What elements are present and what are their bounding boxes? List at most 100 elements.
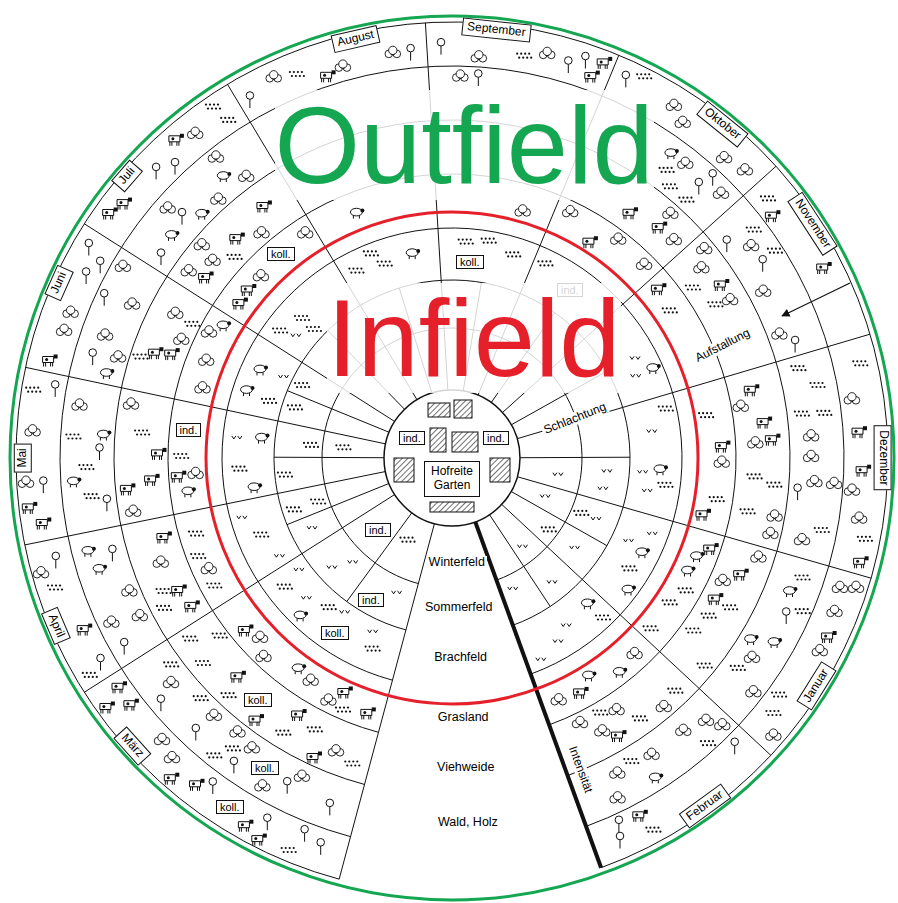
cow-symbol: [852, 426, 867, 438]
dots-symbol: [662, 599, 678, 605]
tree-symbol: [695, 178, 703, 194]
bush-symbol: [675, 116, 691, 128]
bush-symbol: [610, 792, 626, 804]
bush-symbol: [572, 716, 588, 728]
ring-label: Winterfeld: [427, 556, 487, 570]
bush-symbol: [163, 676, 179, 688]
dots-symbol: [294, 382, 310, 388]
sheep-symbol: [665, 149, 679, 159]
bush-symbol: [255, 780, 271, 792]
tree-symbol: [582, 52, 590, 68]
month-box: Juni: [45, 265, 74, 301]
bush-symbol: [766, 729, 782, 741]
dots-symbol: [814, 527, 830, 533]
sector-line: [511, 491, 607, 545]
box-text: ind.: [487, 432, 505, 445]
tick-symbol: [630, 356, 640, 359]
tree-symbol: [152, 163, 160, 179]
dots-symbol: [134, 429, 150, 435]
bush-symbol: [737, 164, 753, 176]
dots-symbol: [516, 53, 532, 59]
dots-symbol: [592, 710, 608, 716]
cow-symbol: [361, 707, 376, 719]
sheep-symbol: [100, 369, 114, 379]
cow-symbol: [230, 233, 245, 245]
cow-symbol: [817, 262, 832, 274]
tick-symbol: [631, 374, 641, 377]
cow-symbol: [172, 585, 187, 597]
dots-symbol: [25, 387, 41, 393]
dots-symbol: [659, 167, 675, 173]
bush-symbol: [164, 751, 180, 763]
bush-symbol: [698, 714, 714, 726]
axis-label: Intensität: [565, 743, 595, 797]
dots-symbol: [662, 307, 678, 313]
tree-symbol: [82, 268, 90, 284]
dots-symbol: [722, 604, 738, 610]
bush-symbol: [230, 726, 246, 738]
bush-symbol: [627, 647, 643, 659]
bush-symbol: [154, 733, 170, 745]
bush-symbol: [125, 505, 141, 517]
bush-symbol: [666, 233, 682, 245]
sheep-symbol: [636, 548, 650, 558]
dots-symbol: [173, 453, 189, 459]
ring-arc: [274, 280, 630, 630]
dots-symbol: [621, 565, 637, 571]
bush-symbol: [187, 127, 203, 139]
box-text: November: [792, 197, 834, 251]
cow-symbol: [100, 702, 115, 714]
bush-symbol: [515, 205, 531, 217]
dots-symbol: [335, 444, 351, 450]
zone-label: Infield: [327, 283, 621, 393]
tree-symbol: [100, 289, 108, 305]
bush-symbol: [794, 533, 810, 545]
dots-symbol: [537, 260, 553, 266]
tree-symbol: [731, 738, 739, 754]
dots-symbol: [505, 251, 521, 257]
bush-symbol: [748, 437, 764, 449]
sheep-symbol: [182, 487, 196, 497]
bush-symbol: [238, 170, 254, 182]
box-text: ind.: [180, 424, 198, 437]
dots-symbol: [541, 526, 557, 532]
cow-symbol: [148, 347, 163, 359]
tenure-box: koll.: [456, 255, 484, 270]
bush-symbol: [254, 227, 270, 239]
box-text: Dezember: [875, 430, 889, 485]
bush-symbol: [252, 631, 268, 643]
tick-symbol: [598, 487, 608, 490]
ring-lines: [16, 22, 888, 879]
bush-symbol: [696, 242, 712, 254]
bush-symbol: [122, 585, 138, 597]
cow-symbol: [157, 532, 172, 544]
tree-symbol: [192, 724, 200, 740]
dots-symbol: [182, 636, 198, 642]
bush-symbol: [832, 581, 848, 593]
dots-symbol: [790, 365, 806, 371]
tree-symbol: [96, 257, 104, 273]
tick-symbol: [553, 473, 563, 476]
cow-symbol: [307, 752, 322, 764]
dots-symbol: [766, 482, 782, 488]
bush-symbol: [181, 265, 197, 277]
bush-symbol: [716, 151, 732, 163]
bush-symbol: [803, 450, 819, 462]
sheep-symbol: [350, 208, 364, 218]
month-box: Dezember: [873, 425, 891, 490]
tree-symbol: [120, 638, 128, 654]
box-text: März: [118, 731, 146, 760]
bush-symbol: [539, 47, 555, 59]
bush-symbol: [253, 270, 269, 282]
dots-symbol: [377, 261, 393, 267]
bush-symbol: [256, 650, 272, 662]
cow-symbol: [231, 671, 246, 683]
tree-symbol: [475, 70, 483, 86]
bush-symbol: [123, 398, 139, 410]
annotation-label: Schlachtung: [540, 399, 610, 437]
dots-symbol: [678, 197, 694, 203]
bush-symbol: [201, 562, 217, 574]
tick-symbol: [294, 568, 304, 571]
dots-symbol: [261, 398, 277, 404]
sheep-symbol: [67, 477, 81, 487]
